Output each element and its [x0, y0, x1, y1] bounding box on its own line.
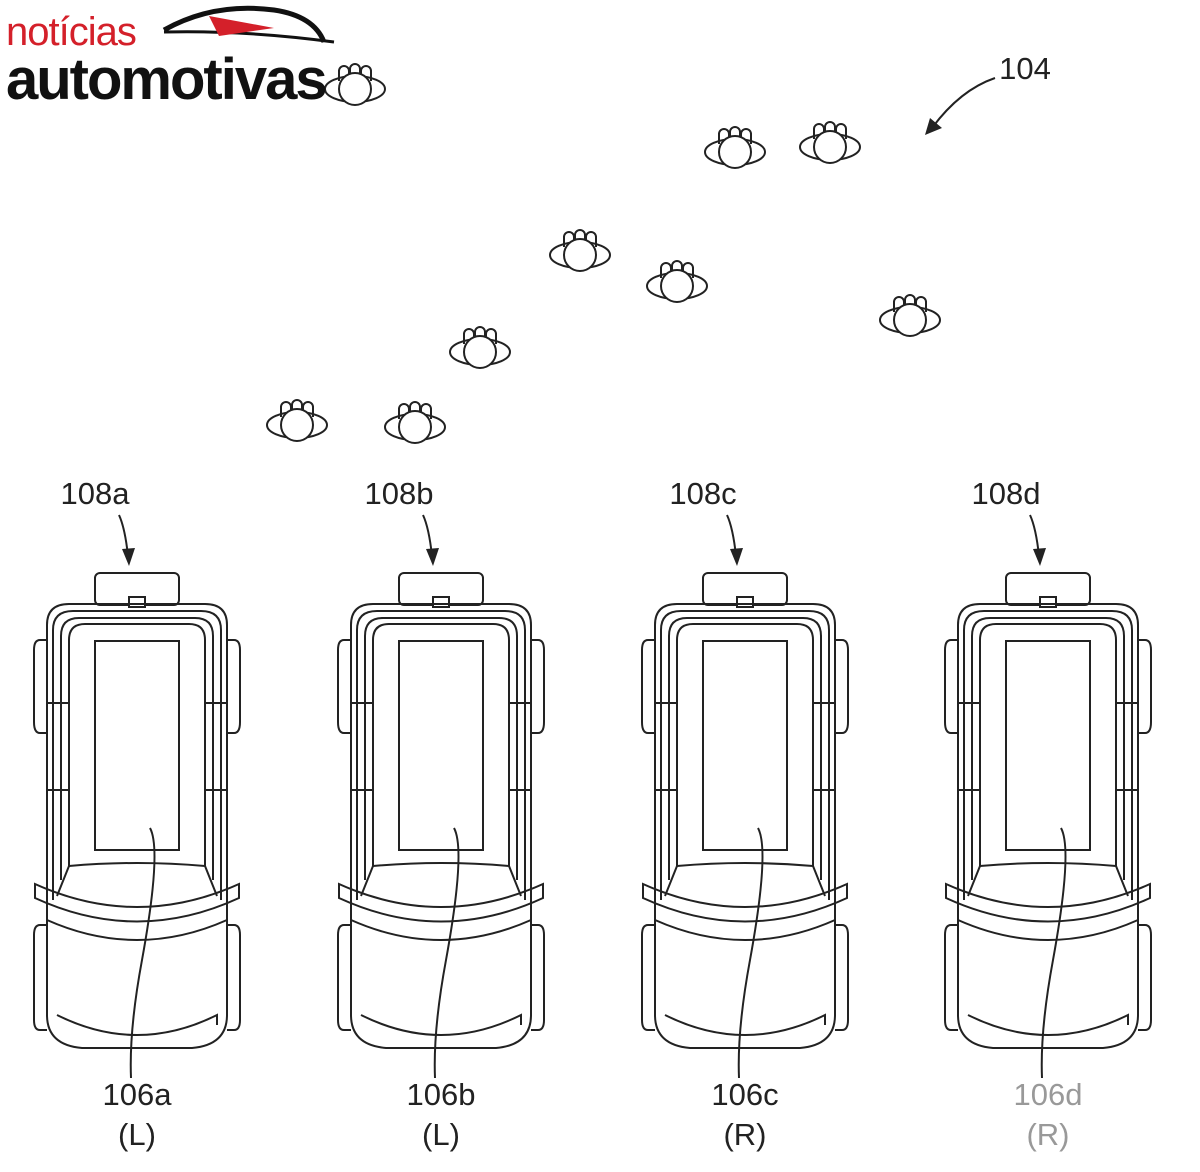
- leader-lines: [118, 514, 1067, 1079]
- sensor-label-c: 108c: [669, 476, 737, 511]
- vehicle-a: [33, 572, 241, 1049]
- sensor-arrowhead: [122, 548, 135, 566]
- vehicle-label-c: 106c: [711, 1077, 779, 1112]
- vehicle-label-b: 106b: [406, 1077, 476, 1112]
- watermark-logo: notícias automotivas: [4, 2, 344, 112]
- side-label-a: (L): [118, 1117, 156, 1152]
- vehicle-leader-line: [1040, 827, 1067, 1079]
- side-label-d: (R): [1026, 1117, 1070, 1152]
- sensor-label-b: 108b: [364, 476, 434, 511]
- pedestrian-icon: [646, 260, 708, 303]
- pedestrian-icon: [449, 326, 511, 369]
- vehicle-b: [337, 572, 545, 1049]
- pedestrian-icon: [549, 229, 611, 272]
- pedestrian-icon: [879, 294, 941, 337]
- sensor-label-a: 108a: [60, 476, 130, 511]
- pedestrian-icon: [266, 399, 328, 442]
- pedestrian-icon: [384, 401, 446, 444]
- watermark-line2: automotivas: [6, 47, 328, 112]
- vehicle-leader-line: [129, 827, 156, 1079]
- pedestrian-icon: [704, 126, 766, 169]
- sensor-arrowhead: [730, 548, 743, 566]
- sensor-arrowhead: [426, 548, 439, 566]
- vehicle-d: [944, 572, 1152, 1049]
- car-silhouette-icon: [162, 5, 335, 44]
- sensor-label-d: 108d: [971, 476, 1041, 511]
- sensor-arrowhead: [1033, 548, 1046, 566]
- vehicle-label-a: 106a: [102, 1077, 172, 1112]
- figure-label: 104: [999, 51, 1051, 86]
- pedestrian-icon: [799, 121, 861, 164]
- vehicle-leader-line: [433, 827, 460, 1079]
- vehicle-label-d: 106d: [1013, 1077, 1083, 1112]
- side-label-c: (R): [723, 1117, 767, 1152]
- watermark-line1: notícias: [6, 10, 137, 54]
- figure-arrow-104: [925, 77, 996, 135]
- pedestrians: [266, 63, 941, 444]
- vehicle-leader-line: [737, 827, 764, 1079]
- side-label-b: (L): [422, 1117, 460, 1152]
- vehicle-c: [641, 572, 849, 1049]
